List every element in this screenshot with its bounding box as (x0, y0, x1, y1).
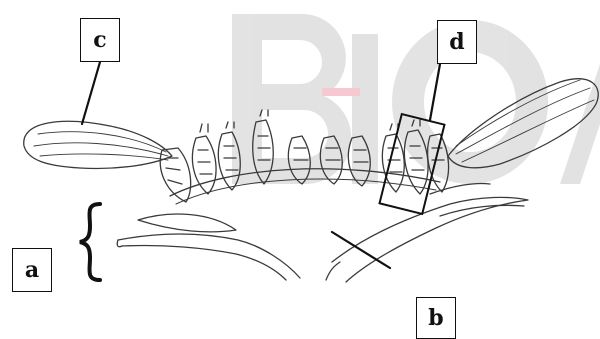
label-d: d (437, 20, 477, 64)
disc-floret (192, 124, 216, 194)
pointer-line-b (332, 232, 390, 268)
brace-a (80, 204, 100, 280)
label-a: a (12, 248, 52, 292)
pointer-line-c (82, 62, 100, 124)
ray-floret-left (24, 121, 172, 168)
watermark-letter-partial (560, 64, 600, 184)
watermark-accent (322, 88, 360, 96)
label-c: c (80, 18, 120, 62)
watermark-letter-b (232, 14, 351, 184)
label-b: b (416, 297, 456, 339)
